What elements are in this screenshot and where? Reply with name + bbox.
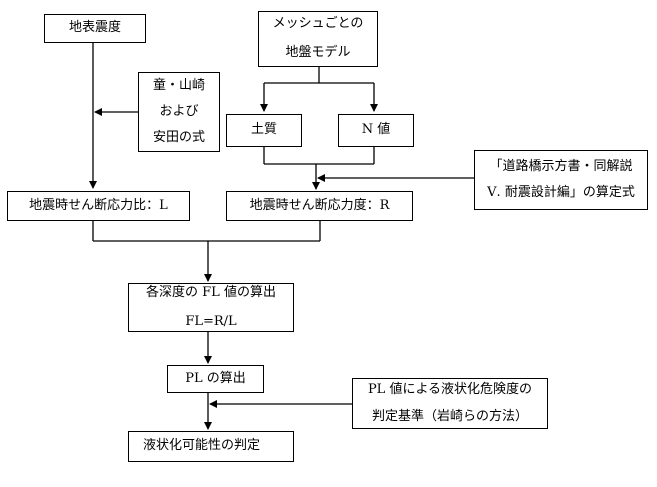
shear-ratio-label: 地震時せん断応力比：L <box>29 197 168 213</box>
shear-ratio-box: 地震時せん断応力比：L <box>7 191 190 221</box>
bridge-spec-box: 「道路橋示方書・同解説 Ⅴ. 耐震設計編」の算定式 <box>474 150 648 210</box>
mesh-model-box: メッシュごとの 地盤モデル <box>258 11 378 67</box>
pl-calc-box: PL の算出 <box>167 365 264 393</box>
fl-calc-line-2: FL=R/L <box>185 313 237 329</box>
n-value-box: N 値 <box>338 114 414 147</box>
criteria-box: PL 値による液状化危険度の 判定基準（岩崎らの方法） <box>352 378 548 429</box>
surface-motion-label: 地表震度 <box>68 20 121 36</box>
shear-strength-box: 地震時せん断応力度：R <box>226 191 413 221</box>
formula-note-box: 童・山崎 および 安田の式 <box>138 72 220 152</box>
result-box: 液状化可能性の判定 <box>128 431 294 462</box>
surface-motion-box: 地表震度 <box>44 14 146 43</box>
formula-note-line-1: 童・山崎 <box>152 77 205 93</box>
soil-box: 土質 <box>226 114 302 147</box>
soil-label: 土質 <box>250 122 277 138</box>
shear-strength-label: 地震時せん断応力度：R <box>249 197 390 213</box>
mesh-model-line-1: メッシュごとの <box>272 16 364 32</box>
n-value-label: N 値 <box>361 122 391 138</box>
formula-note-line-2: および <box>159 103 199 119</box>
criteria-line-2: 判定基準（岩崎らの方法） <box>371 408 528 424</box>
formula-note-line-3: 安田の式 <box>152 130 205 146</box>
fl-calc-box: 各深度の FL 値の算出 FL=R/L <box>128 283 294 332</box>
bridge-spec-line-1: 「道路橋示方書・同解説 <box>489 158 633 174</box>
pl-calc-label: PL の算出 <box>185 370 246 386</box>
result-label: 液状化可能性の判定 <box>143 438 261 454</box>
criteria-line-1: PL 値による液状化危険度の <box>367 382 533 398</box>
bridge-spec-line-2: Ⅴ. 耐震設計編」の算定式 <box>487 185 635 200</box>
mesh-model-line-2: 地盤モデル <box>285 45 351 60</box>
fl-calc-line-1: 各深度の FL 値の算出 <box>146 284 276 300</box>
